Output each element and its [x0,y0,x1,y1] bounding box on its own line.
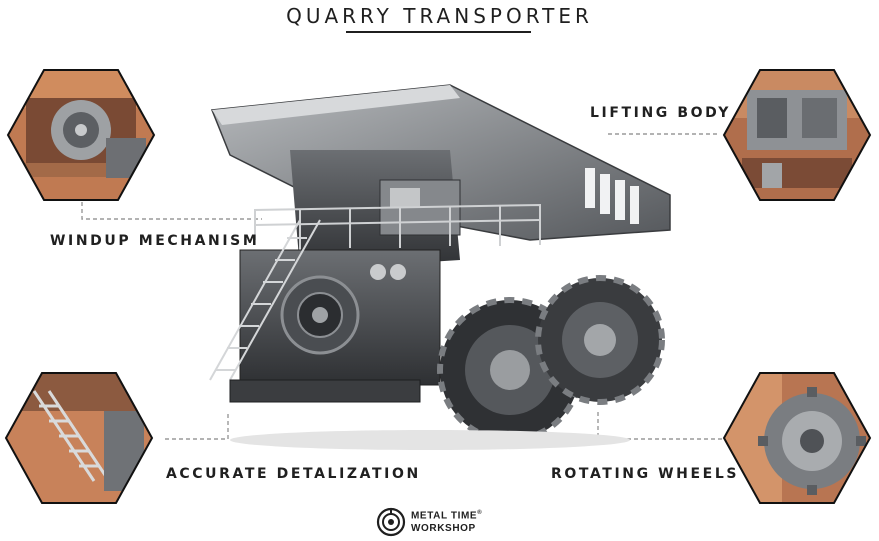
dump-truck-illustration [209,84,671,450]
feature-label-windup-mechanism: WINDUP MECHANISM [50,233,260,249]
page-title: QUARRY TRANSPORTER [286,4,593,28]
rotating-wheels-photo [722,372,872,504]
feature-label-rotating-wheels: ROTATING WHEELS [551,466,740,482]
title-underline [346,31,531,33]
brand-name-line1: METAL TIME® [411,510,483,522]
lifting-body-photo [722,69,872,201]
windup-mechanism-photo [6,69,156,201]
accurate-detalization-photo [4,372,154,504]
feature-label-accurate-detalization: ACCURATE DETALIZATION [166,466,421,482]
metal-time-logo-icon [376,507,406,537]
brand-name-line2: WORKSHOP [411,523,476,534]
feature-label-lifting-body: LIFTING BODY [590,105,732,121]
